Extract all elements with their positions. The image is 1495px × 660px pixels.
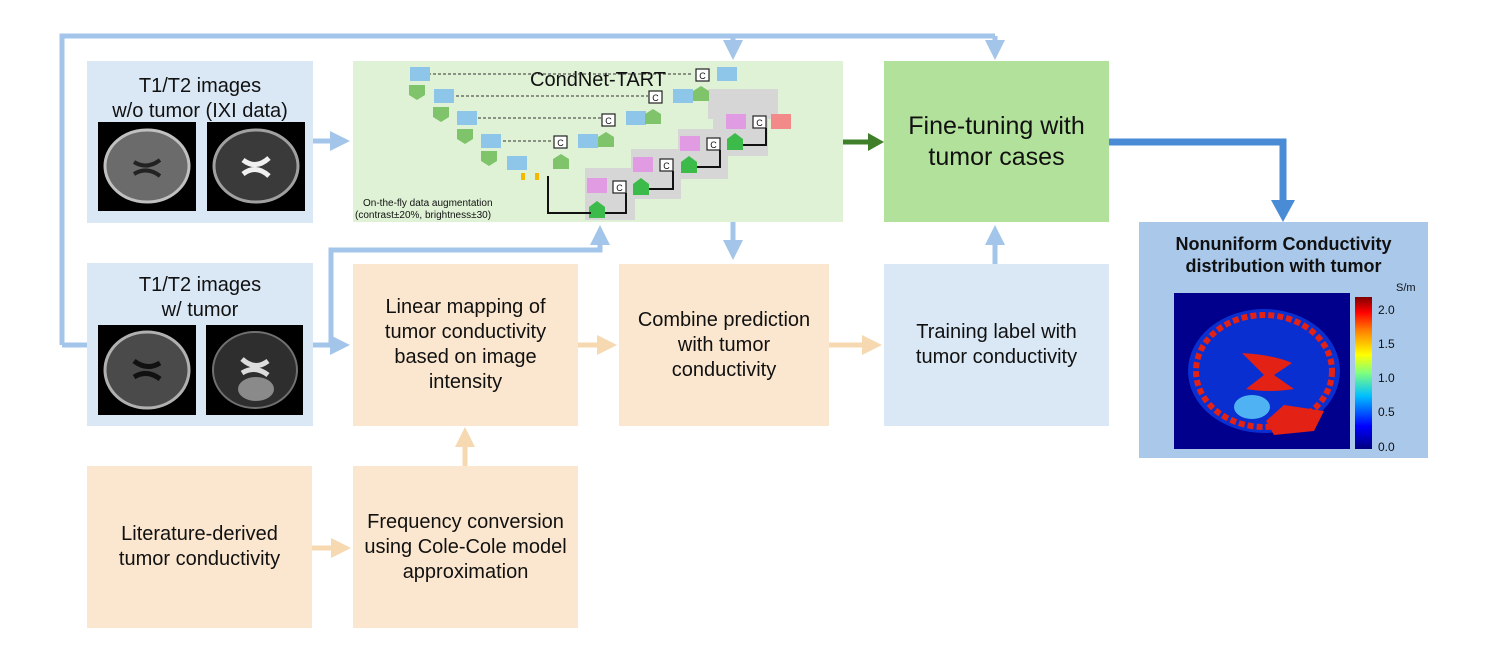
linear-mapping-line-3: based on image bbox=[394, 346, 537, 368]
colorbar-tick: 1.0 bbox=[1378, 371, 1395, 385]
augmentation-label-1: On-the-fly data augmentation bbox=[363, 198, 493, 209]
mri-t2-no-tumor-image bbox=[207, 122, 305, 211]
augmentation-label-2: (contrast±20%, brightness±30) bbox=[355, 210, 491, 221]
concat-label: C bbox=[663, 161, 670, 171]
node-combine-prediction: Combine prediction with tumor conductivi… bbox=[619, 264, 829, 426]
colorbar bbox=[1355, 297, 1372, 449]
conv-block bbox=[410, 67, 430, 81]
node-literature-conductivity: Literature-derived tumor conductivity bbox=[87, 466, 312, 628]
combine-line-3: conductivity bbox=[671, 358, 777, 381]
result-title-1: Nonuniform Conductivity bbox=[1175, 234, 1392, 254]
linear-mapping-line-2: tumor conductivity bbox=[384, 321, 547, 343]
concat-label: C bbox=[756, 118, 763, 128]
concat-label: C bbox=[605, 116, 612, 126]
mri-t1-tumor-image bbox=[98, 325, 196, 415]
combine-line-2: with tumor bbox=[677, 333, 771, 356]
conductivity-map-image bbox=[1174, 293, 1350, 449]
training-label-line-2: tumor conductivity bbox=[915, 346, 1078, 368]
colorbar-tick: 2.0 bbox=[1378, 303, 1395, 317]
node-training-label: Training label with tumor conductivity bbox=[884, 264, 1109, 426]
fine-tuning-line-2: tumor cases bbox=[928, 142, 1065, 171]
training-label-line-1: Training label with bbox=[916, 321, 1077, 343]
frequency-line-2: using Cole-Cole model bbox=[364, 535, 567, 558]
edge-finetune-result-head bbox=[1271, 200, 1295, 222]
node-no-tumor-title-1: T1/T2 images bbox=[138, 75, 262, 97]
node-tumor-title-1: T1/T2 images bbox=[138, 274, 262, 296]
result-title-2: distribution with tumor bbox=[1185, 256, 1382, 276]
edge-top-loop bbox=[59, 33, 995, 345]
mri-t2-tumor-image bbox=[206, 325, 303, 415]
unet-architecture-diagram: C C C C C C C C On-the-fly data augmenta… bbox=[355, 67, 791, 221]
edge-tumor-condnet bbox=[328, 225, 610, 345]
concat-label: C bbox=[652, 93, 659, 103]
colorbar-tick: 0.5 bbox=[1378, 405, 1395, 419]
node-frequency-conversion: Frequency conversion using Cole-Cole mod… bbox=[353, 466, 578, 628]
edge-finetune-result bbox=[1109, 138, 1287, 205]
colorbar-tick: 1.5 bbox=[1378, 337, 1395, 351]
frequency-line-3: approximation bbox=[402, 560, 529, 583]
concat-label: C bbox=[616, 183, 623, 193]
literature-line-2: tumor conductivity bbox=[118, 548, 281, 570]
linear-mapping-line-1: Linear mapping of bbox=[385, 296, 546, 318]
concat-label: C bbox=[699, 71, 706, 81]
concat-label: C bbox=[710, 140, 717, 150]
concat-label: C bbox=[557, 138, 564, 148]
colorbar-tick: 0.0 bbox=[1378, 440, 1395, 454]
fine-tuning-line-1: Fine-tuning with bbox=[908, 111, 1085, 140]
node-fine-tuning: Fine-tuning with tumor cases bbox=[884, 61, 1109, 222]
linear-mapping-line-4: intensity bbox=[428, 371, 503, 393]
literature-line-1: Literature-derived bbox=[121, 523, 278, 545]
edge-condnet-finetune-head bbox=[868, 133, 884, 151]
colorbar-unit: S/m bbox=[1396, 282, 1416, 294]
node-tumor-title-2: w/ tumor bbox=[161, 299, 239, 321]
mri-t1-no-tumor-image bbox=[98, 122, 196, 211]
node-linear-mapping: Linear mapping of tumor conductivity bas… bbox=[353, 264, 578, 426]
combine-line-1: Combine prediction bbox=[637, 308, 811, 331]
node-no-tumor-title-2: w/o tumor (IXI data) bbox=[112, 100, 288, 122]
frequency-line-1: Frequency conversion bbox=[367, 510, 564, 533]
